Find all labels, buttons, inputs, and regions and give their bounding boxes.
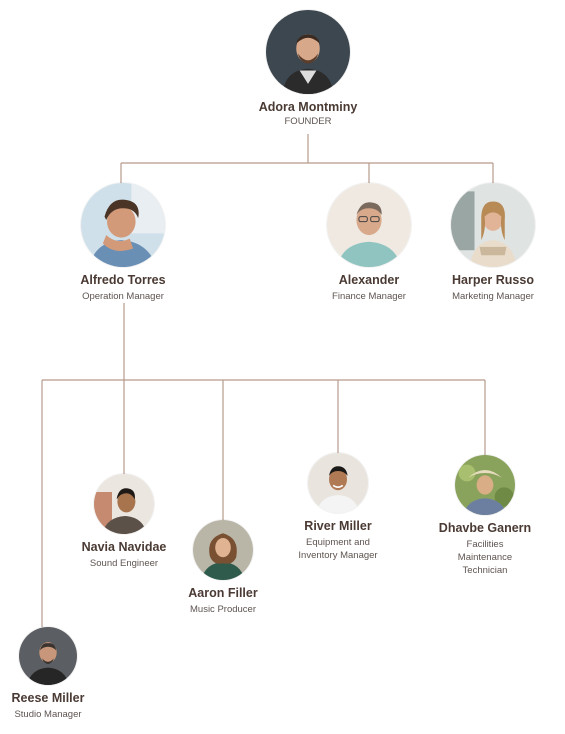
avatar-river-miller: [308, 453, 368, 513]
role-reese-miller: Studio Manager: [14, 709, 82, 720]
node-river-miller: River Miller Equipment and Inventory Man…: [278, 453, 398, 562]
role-aaron-filler: Music Producer: [190, 604, 256, 615]
avatar-harper-russo: [451, 183, 535, 267]
name-alfredo-torres: Alfredo Torres: [80, 273, 166, 287]
role-dhavbe-ganern: Facilities Maintenance Technician: [457, 539, 513, 576]
role-navia-navidae: Sound Engineer: [89, 558, 159, 569]
node-adora-montminy: Adora Montminy FOUNDER: [248, 10, 368, 128]
name-adora-montminy: Adora Montminy: [258, 100, 358, 114]
node-reese-miller: Reese Miller Studio Manager: [0, 627, 103, 721]
role-alexander: Finance Manager: [332, 291, 406, 302]
role-harper-russo: Marketing Manager: [452, 291, 534, 302]
avatar-alfredo-torres: [81, 183, 165, 267]
name-aaron-filler: Aaron Filler: [188, 586, 258, 600]
role-alfredo-torres: Operation Manager: [82, 291, 164, 302]
avatar-reese-miller: [19, 627, 77, 685]
node-aaron-filler: Aaron Filler Music Producer: [163, 520, 283, 616]
name-river-miller: River Miller: [304, 519, 372, 533]
avatar-dhavbe-ganern: [455, 455, 515, 515]
avatar-navia-navidae: [94, 474, 154, 534]
node-alfredo-torres: Alfredo Torres Operation Manager: [63, 183, 183, 303]
name-navia-navidae: Navia Navidae: [81, 540, 167, 554]
avatar-aaron-filler: [193, 520, 253, 580]
role-river-miller: Equipment and Inventory Manager: [298, 537, 378, 561]
node-dhavbe-ganern: Dhavbe Ganern Facilities Maintenance Tec…: [425, 455, 545, 577]
avatar-alexander: [327, 183, 411, 267]
node-alexander: Alexander Finance Manager: [309, 183, 429, 303]
avatar-adora-montminy: [266, 10, 350, 94]
role-adora-montminy: FOUNDER: [284, 116, 332, 127]
node-harper-russo: Harper Russo Marketing Manager: [433, 183, 553, 303]
name-harper-russo: Harper Russo: [452, 273, 534, 287]
name-reese-miller: Reese Miller: [11, 691, 85, 705]
node-navia-navidae: Navia Navidae Sound Engineer: [64, 474, 184, 570]
name-alexander: Alexander: [338, 273, 400, 287]
name-dhavbe-ganern: Dhavbe Ganern: [438, 521, 532, 535]
